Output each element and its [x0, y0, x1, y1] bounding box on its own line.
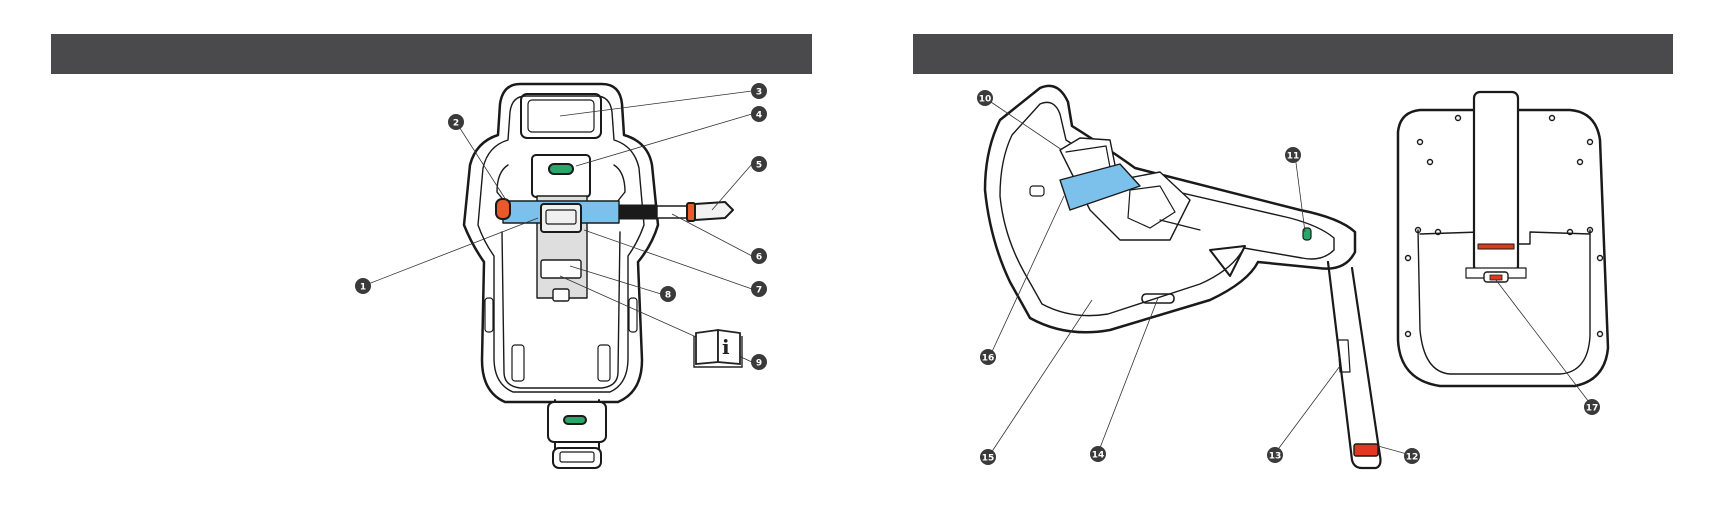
- callout-15: 15: [980, 449, 996, 465]
- svg-text:3: 3: [756, 88, 762, 98]
- svg-text:2: 2: [453, 119, 459, 129]
- callout-3: 3: [751, 83, 767, 99]
- callout-7: 7: [751, 281, 767, 297]
- svg-text:8: 8: [665, 291, 671, 301]
- callout-1: 1: [355, 278, 371, 294]
- callout-2: 2: [448, 114, 464, 130]
- callout-14: 14: [1090, 446, 1106, 462]
- svg-text:13: 13: [1269, 452, 1282, 462]
- svg-text:4: 4: [756, 111, 762, 121]
- base-side-view: [985, 86, 1381, 468]
- svg-text:12: 12: [1406, 453, 1419, 463]
- svg-text:14: 14: [1092, 451, 1105, 461]
- svg-text:10: 10: [979, 95, 992, 105]
- svg-text:15: 15: [982, 454, 995, 464]
- callout-6: 6: [751, 248, 767, 264]
- svg-text:11: 11: [1287, 152, 1300, 162]
- callout-11: 11: [1285, 147, 1301, 163]
- callout-12: 12: [1404, 448, 1420, 464]
- callout-4: 4: [751, 106, 767, 122]
- svg-text:5: 5: [756, 161, 762, 171]
- svg-text:1: 1: [360, 283, 366, 293]
- callout-5: 5: [751, 156, 767, 172]
- svg-text:i: i: [722, 335, 730, 359]
- callout-13: 13: [1267, 447, 1283, 463]
- seat-front-view: [464, 84, 733, 468]
- callout-8: 8: [660, 286, 676, 302]
- svg-text:17: 17: [1586, 404, 1599, 414]
- open-book-info-icon: i: [694, 330, 742, 367]
- svg-text:16: 16: [982, 354, 995, 364]
- svg-text:7: 7: [756, 286, 762, 296]
- base-bottom-view: [1398, 92, 1608, 386]
- callout-16: 16: [980, 349, 996, 365]
- svg-text:6: 6: [756, 253, 762, 263]
- callout-10: 10: [977, 90, 993, 106]
- callout-17: 17: [1584, 399, 1600, 415]
- callout-9: 9: [751, 354, 767, 370]
- svg-text:9: 9: [756, 359, 762, 369]
